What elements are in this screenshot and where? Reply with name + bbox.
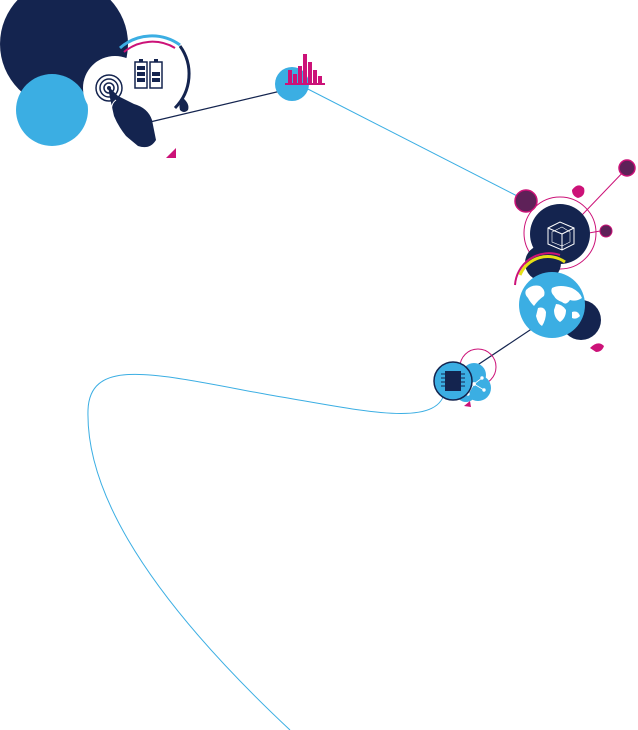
navy-drop [179, 98, 189, 112]
3d-cube-icon [547, 221, 575, 251]
gauge-arc-magenta [123, 40, 176, 53]
cube-globe-cluster [514, 159, 636, 352]
purple-node-left [514, 189, 538, 213]
gauge-arc-navy [173, 45, 191, 110]
yellow-arc [518, 255, 566, 276]
connector-hand-to-equalizer [149, 89, 286, 123]
battery-icon [134, 59, 163, 89]
equalizer-icon [285, 54, 325, 85]
globe-circle [519, 272, 585, 338]
chip-cloud-cluster [433, 348, 497, 407]
light-blue-circle [16, 74, 88, 146]
touch-cluster [0, 0, 191, 158]
purple-node-top-right [618, 159, 636, 177]
curve-line [87, 373, 446, 730]
magenta-triangle-small [464, 401, 471, 407]
gauge-arc-light-blue [119, 34, 181, 50]
purple-node-small [599, 224, 613, 238]
connector-lines [87, 84, 628, 730]
magenta-drop-top [572, 185, 585, 198]
magenta-arc [514, 252, 561, 286]
microchip-icon [441, 371, 465, 391]
equalizer-node [275, 54, 325, 101]
magenta-triangle [166, 148, 176, 158]
world-map-icon [525, 285, 582, 326]
connector-equalizer-to-cube [299, 84, 526, 201]
cube-ring [523, 196, 597, 270]
magenta-drop-bottom [590, 343, 604, 352]
touch-hand-icon [95, 74, 156, 148]
